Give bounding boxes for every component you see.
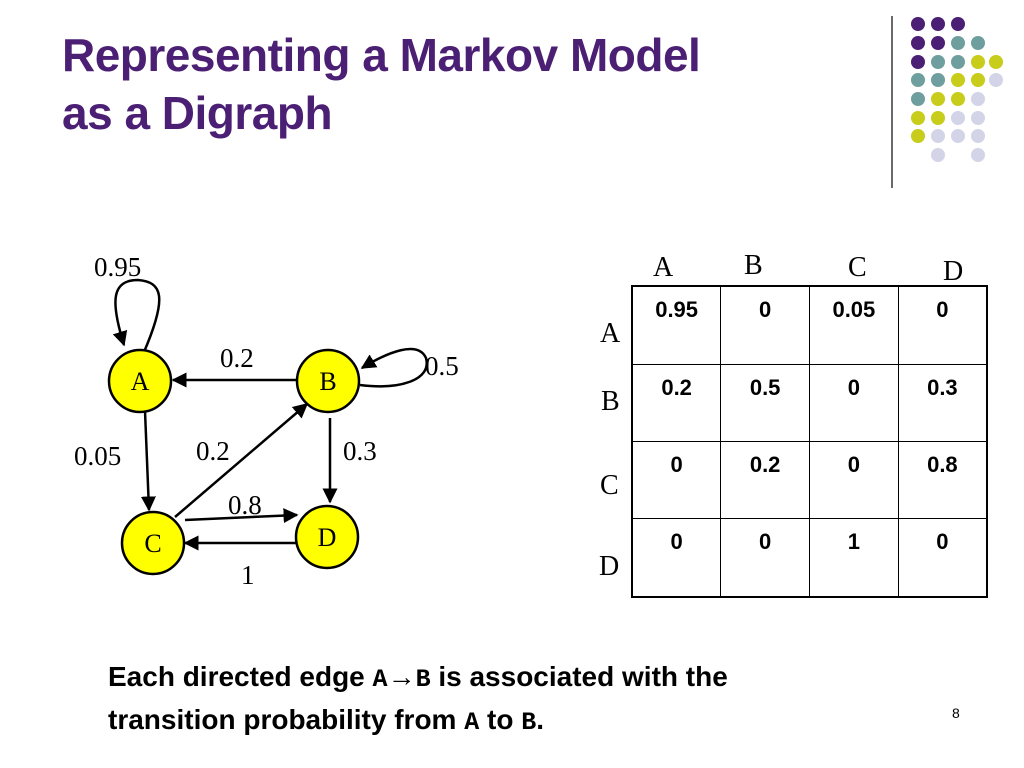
- matrix-cell: 1: [809, 518, 899, 598]
- edge-b-to-b: [359, 347, 428, 388]
- matrix-row-header-b: B: [601, 386, 620, 417]
- matrix-cell: 0.95: [631, 285, 722, 365]
- edge-label-a-to-a: 0.95: [94, 252, 141, 282]
- dots-yellow: [911, 55, 1003, 143]
- decorative-divider: [891, 16, 893, 188]
- matrix-cell: 0.8: [897, 440, 988, 520]
- node-c: C: [120, 510, 186, 576]
- matrix-cell: 0: [720, 285, 810, 365]
- matrix-col-header-b: B: [744, 250, 763, 281]
- node-a: A: [107, 348, 173, 414]
- edge-a-to-a: [112, 278, 161, 353]
- caption-code: A: [372, 665, 388, 694]
- matrix-cell: 0.2: [631, 363, 722, 442]
- edge-c-to-d: [184, 508, 299, 524]
- edge-label-d-to-c: 1: [241, 560, 255, 590]
- node-b-label: B: [319, 367, 336, 396]
- node-c-label: C: [144, 529, 161, 558]
- dots-teal: [911, 36, 985, 106]
- edge-c-to-b: [174, 403, 309, 518]
- matrix-row-c: 0 0.2 0 0.8: [631, 440, 988, 520]
- edge-label-c-to-b: 0.2: [196, 436, 230, 466]
- caption-code: B: [415, 665, 431, 694]
- node-d: D: [294, 504, 360, 570]
- matrix-cell: 0: [897, 285, 988, 365]
- matrix-cell: 0.3: [897, 363, 988, 442]
- markov-digraph: A B C D 0.95 0.2 0.5 0.05 0.2 0.3 0.8 1: [74, 252, 459, 590]
- caption-arrow: →: [387, 661, 416, 692]
- matrix-col-header-c: C: [848, 252, 867, 283]
- edge-label-b-to-d: 0.3: [343, 436, 377, 466]
- caption-line-1: Each directed edge A→B is associated wit…: [108, 657, 908, 700]
- matrix-cell: 0.05: [809, 285, 899, 365]
- caption-text: Each directed edge: [108, 661, 373, 692]
- dots-purple: [911, 17, 965, 69]
- caption: Each directed edge A→B is associated wit…: [108, 657, 908, 743]
- node-a-label: A: [131, 367, 150, 396]
- matrix-cell: 0: [809, 440, 899, 520]
- matrix-col-header-a: A: [653, 252, 674, 283]
- matrix-row-a: 0.95 0 0.05 0: [631, 285, 988, 365]
- matrix-row-header-a: A: [600, 318, 621, 349]
- edge-a-to-c: [140, 410, 156, 512]
- matrix-cell: 0.5: [720, 363, 810, 442]
- edge-label-a-to-c: 0.05: [74, 441, 121, 471]
- caption-code: B: [521, 708, 537, 737]
- caption-text: .: [536, 704, 545, 735]
- matrix-cell: 0: [631, 518, 722, 598]
- caption-text: transition probability from: [108, 704, 465, 735]
- matrix-cell: 0: [720, 518, 810, 598]
- matrix-cell: 0: [897, 518, 988, 598]
- matrix-col-header-d: D: [943, 256, 964, 287]
- matrix-cell: 0: [809, 363, 899, 442]
- title-line-2: as a Digraph: [62, 87, 333, 139]
- title-line-1: Representing a Markov Model: [62, 29, 701, 81]
- page-number: 8: [952, 705, 960, 721]
- caption-text: to: [479, 704, 522, 735]
- matrix-row-b: 0.2 0.5 0 0.3: [631, 363, 988, 442]
- matrix-cell: 0: [631, 440, 722, 520]
- caption-text: is associated with the: [430, 661, 728, 692]
- matrix-cell: 0.2: [720, 440, 810, 520]
- matrix-row-header-d: D: [599, 551, 620, 582]
- edge-label-c-to-d: 0.8: [228, 490, 262, 520]
- slide-title: Representing a Markov Model as a Digraph: [62, 26, 862, 142]
- node-b: B: [295, 348, 361, 414]
- edge-label-b-to-b: 0.5: [425, 351, 459, 381]
- matrix-row-d: 0 0 1 0: [631, 518, 988, 598]
- transition-matrix: 0.95 0 0.05 0 0.2 0.5 0 0.3 0 0.2 0 0.8 …: [631, 285, 988, 598]
- caption-line-2: transition probability from A to B.: [108, 700, 908, 743]
- caption-code: A: [464, 708, 480, 737]
- dots-lavender: [931, 73, 1003, 162]
- edge-label-b-to-a: 0.2: [220, 343, 254, 373]
- matrix-row-header-c: C: [600, 470, 619, 501]
- node-d-label: D: [318, 523, 337, 552]
